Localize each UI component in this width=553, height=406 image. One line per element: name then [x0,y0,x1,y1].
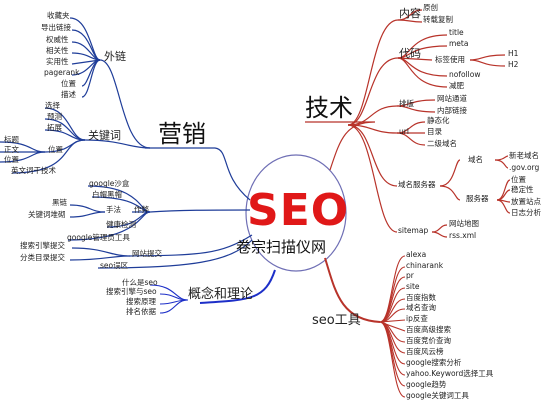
domain-label: 域名 [468,155,483,164]
tool-item: 百度竞价查询 [406,336,451,345]
concept-item: 什么是seo [122,278,158,287]
code-item: 标签使用 [435,55,465,64]
tool-item: 域名查询 [406,303,436,312]
tool-item: 百度高级搜索 [406,325,451,334]
waili-label: 外链 [104,50,126,63]
concept-item: 搜索原理 [126,297,156,306]
sitemap-item: rss.xml [449,231,477,240]
cheat-item: google沙盒 [89,179,130,188]
layout-label: 排版 [399,99,414,108]
tool-item: google关键词工具 [406,391,469,400]
tools-label: seo工具 [312,313,361,328]
server-label: 域名服务器 [398,180,436,189]
cheat-item: google管理员工具 [67,233,130,242]
keywords-item: 拓展 [47,123,62,132]
url-item: 目录 [427,127,442,136]
concepts-label: 概念和理论 [188,287,254,302]
waili-item: 位置 [61,79,76,88]
content-item: 转载复制 [423,15,453,24]
tools-branches [324,257,381,323]
waili-item: 权威性 [46,35,69,44]
tool-item: ip反查 [406,314,428,323]
waili-item: 收藏夹 [47,11,70,20]
layout-item: 网站通道 [437,94,467,103]
submit-label: 网站提交 [132,249,162,258]
host-item: 稳定性 [511,185,534,194]
url-item: 静态化 [427,116,450,125]
waili-item: 描述 [61,90,76,99]
code-label: 代码 [399,47,421,60]
hand-item: 关键词堆砌 [28,210,66,219]
cheat-item: 健康检测 [106,220,136,229]
waili-item: 相关性 [46,46,69,55]
waili-item: pagerank [44,68,80,77]
tool-item: yahoo.Keyword选择工具 [406,369,494,378]
waili-item: 实用性 [46,57,69,66]
content-item: 原创 [423,3,438,12]
tool-item: google趋势 [406,380,447,389]
marketing-label: 营销 [158,120,206,148]
url-label: url [399,127,409,136]
center-oval [245,154,347,272]
code-item: meta [449,39,469,48]
keywords-item: 选择 [45,101,60,110]
hand-item: 黑链 [52,198,67,207]
domain-item: 新老域名 [509,151,539,160]
concept-item: 排名依据 [126,307,156,316]
tool-item: google搜索分析 [406,358,462,367]
sitemap-label: sitemap [398,226,429,235]
cheat-item: 手法 [106,205,121,214]
center-subtitle: 卷宗扫描仪网 [236,238,327,256]
tech-label: 技术 [305,94,353,122]
code-item: nofollow [449,70,481,79]
cheat-label: 作弊 [134,205,149,214]
url-item: 二级域名 [427,139,457,148]
code-item: title [449,28,464,37]
position-item: 位置 [4,155,19,164]
sitemap-item: 网站地图 [449,219,479,228]
host-item: 放置站点 [511,197,541,206]
tool-item: alexa [406,250,427,259]
tool-item: site [406,282,420,291]
keywords-position-label: 位置 [48,145,63,154]
concepts-branches [199,269,276,304]
host-label: 服务器 [466,194,489,203]
code-item: 减肥 [449,81,464,90]
tools-subbranches [379,255,406,398]
position-item: 正文 [4,145,19,154]
marketing-branches [0,17,253,269]
tool-item: 百度风云榜 [406,347,444,356]
host-item: 日志分析 [511,208,541,217]
domain-item: .gov.org [509,163,540,172]
tag-item: H1 [508,49,519,58]
host-item: 位置 [511,175,526,184]
keywords-label: 关键词 [88,129,121,142]
tool-item: 百度指数 [406,293,436,302]
tag-item: H2 [508,60,519,69]
layout-item: 内部链接 [437,106,467,115]
cheat-item: 白帽黑帽 [92,190,122,199]
tool-item: chinarank [406,261,444,270]
center-title: SEO [247,185,350,236]
content-label: 内容 [399,7,421,20]
submit-item: 分类目录提交 [20,253,65,262]
position-item: 标题 [4,135,19,144]
concept-item: 搜索引擎与seo [106,287,157,296]
submit-item: 搜索引擎提交 [20,241,65,250]
concepts-subbranches [149,284,189,314]
tool-item: pr [406,271,414,280]
keywords-item: 预测 [47,112,62,121]
waili-item: 导出链接 [41,23,71,32]
tech-branches [305,9,511,238]
seo-zone: seo误区 [100,261,129,270]
keywords-extra: 英文词干技术 [11,166,56,175]
